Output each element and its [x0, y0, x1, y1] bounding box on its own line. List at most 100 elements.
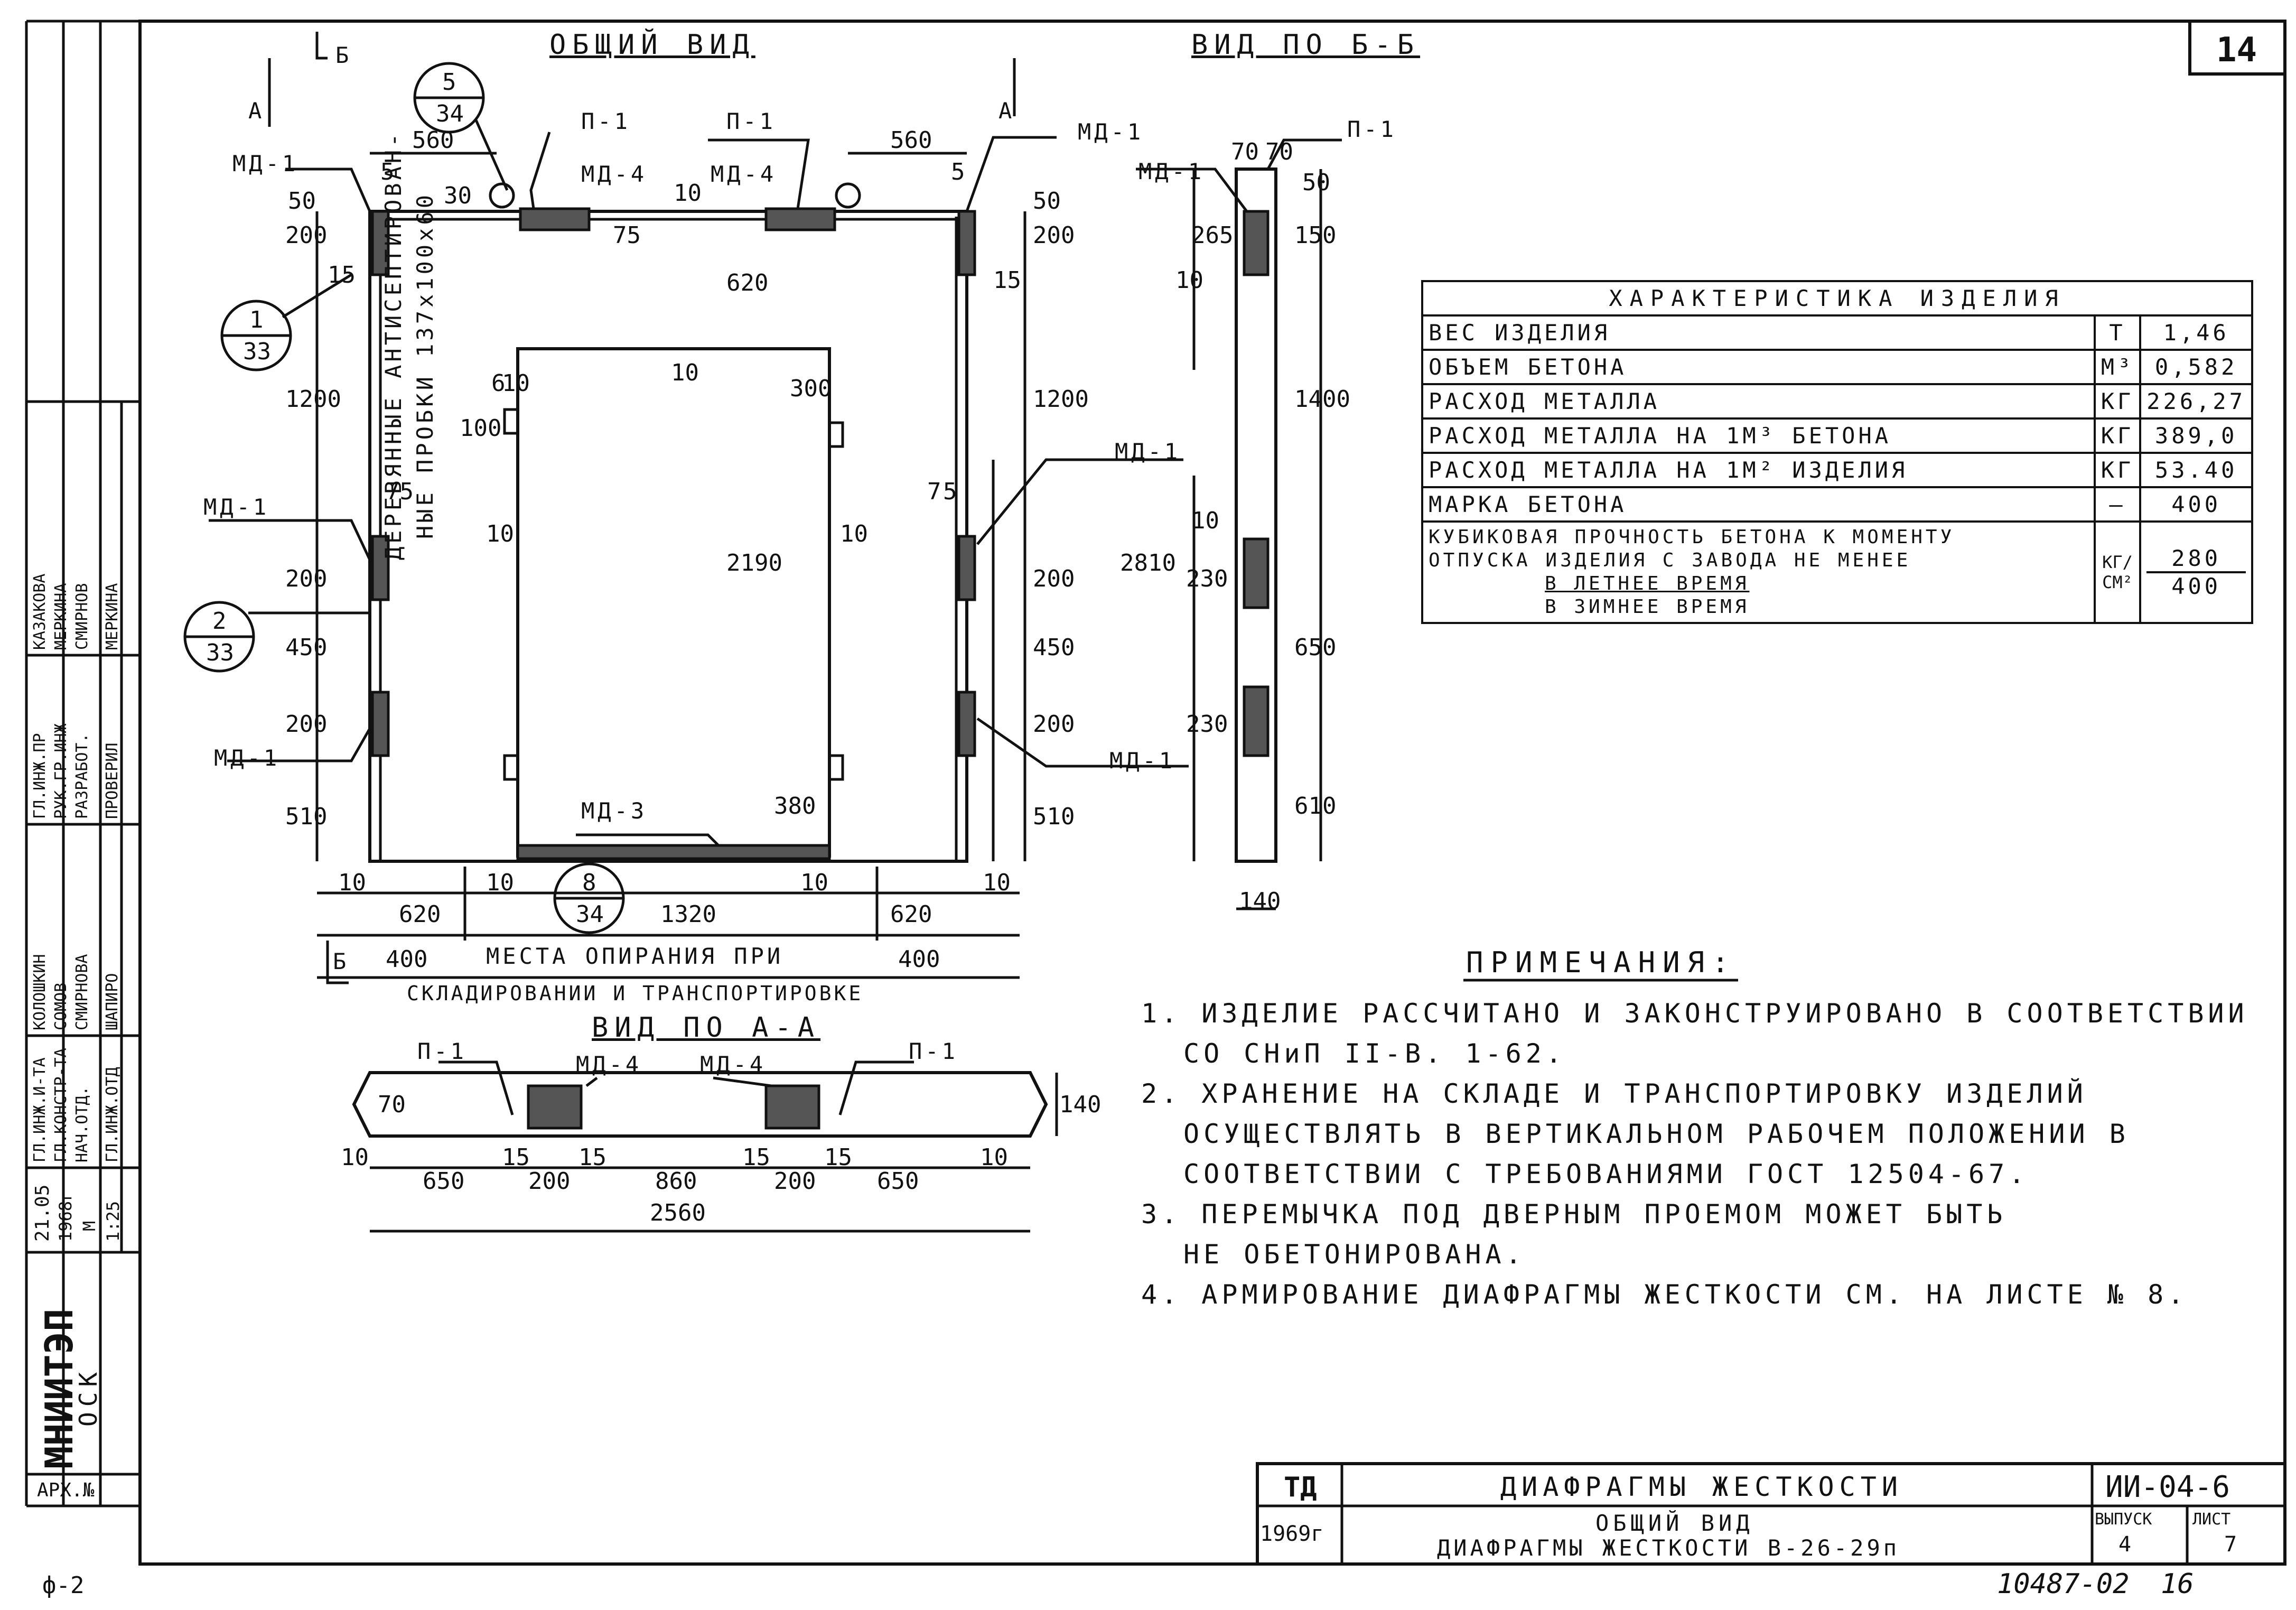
note-line: СО СНиП II-В. 1-62. [1183, 1038, 1566, 1069]
table-row: МАРКА БЕТОНА — 400 [1421, 486, 2253, 523]
dim-aa-15-3: 15 [742, 1144, 770, 1171]
dim-aa-15-2: 15 [578, 1144, 606, 1171]
tb-subtitle2: ДИАФРАГМЫ ЖЕСТКОСТИ В-26-29п [1437, 1535, 1900, 1561]
char-name: РАСХОД МЕТАЛЛА [1421, 383, 2096, 420]
dim-aa-15-1: 15 [502, 1144, 530, 1171]
section-mark-a-left: А [248, 98, 265, 124]
dim-5-left: 5 [380, 159, 395, 185]
stamp-role: ГЛ.ИНЖ.ПР [31, 733, 49, 819]
strength-summer: В ЛЕТНЕЕ ВРЕМЯ [1545, 573, 1750, 594]
strength-line2: ОТПУСКА ИЗДЕЛИЯ С ЗАВОДА НЕ МЕНЕЕ [1429, 550, 1911, 571]
dim-bb-610: 610 [1294, 793, 1337, 820]
dim-200-top-left: 200 [285, 222, 328, 249]
tb-year: 1969г [1260, 1522, 1324, 1546]
dim-bb-230-low: 230 [1186, 711, 1228, 738]
stamp-role: РАЗРАБОТ. [73, 733, 91, 819]
char-unit: — [2093, 486, 2142, 523]
bottom-page-number: 16 [2161, 1568, 2194, 1600]
dim-bb-10-top: 10 [1175, 267, 1203, 294]
table-row: КУБИКОВАЯ ПРОЧНОСТЬ БЕТОНА К МОМЕНТУ ОТП… [1421, 520, 2253, 624]
tb-issue-label: ВЫПУСК [2095, 1510, 2152, 1529]
stamp-scale: 1:25 [103, 1200, 123, 1242]
stamp-date: 21.05 [32, 1184, 53, 1242]
mark-p1-aa-right: П-1 [909, 1038, 958, 1064]
stamp-year: 1968г [55, 1190, 76, 1242]
mark-md3: МД-3 [581, 798, 648, 824]
char-value: 400 [2139, 486, 2253, 523]
mark-p1-right: П-1 [726, 108, 776, 134]
stamp-role: ГЛ.ИНЖ.ОТД [103, 1067, 122, 1162]
stamp-name: СМИРНОВ [73, 583, 91, 650]
dim-5-right: 5 [951, 159, 965, 185]
dim-10-right-inner: 10 [840, 520, 868, 547]
dim-5-right-mid: 5 [943, 478, 957, 505]
dim-7-right: 7 [927, 478, 941, 505]
table-row: ОБЪЕМ БЕТОНА М³ 0,582 [1421, 349, 2253, 385]
strength-winter-value: 400 [2171, 573, 2222, 599]
dim-aa-2560: 2560 [650, 1199, 706, 1226]
dim-620-right: 620 [890, 901, 932, 928]
note-line: 3. ПЕРЕМЫЧКА ПОД ДВЕРНЫМ ПРОЕМОМ МОЖЕТ Б… [1141, 1199, 2007, 1230]
char-name: РАСХОД МЕТАЛЛА НА 1М³ БЕТОНА [1421, 417, 2096, 454]
dim-10-bottom-inner-right: 10 [800, 869, 828, 896]
mark-md4-right: МД-4 [711, 161, 777, 187]
general-view-outline [183, 32, 1189, 984]
dim-560-right: 560 [890, 127, 932, 154]
sheet-frame [138, 20, 2286, 1566]
mark-md4-left: МД-4 [581, 161, 648, 187]
dim-300: 300 [790, 375, 832, 402]
table-row: ВЕС ИЗДЕЛИЯ Т 1,46 [1421, 314, 2253, 351]
notes-block: 1. ИЗДЕЛИЕ РАССЧИТАНО И ЗАКОНСТРУИРОВАНО… [1141, 993, 2248, 1315]
mark-md1-mid-left: МД-1 [203, 494, 270, 520]
mark-p1-left: П-1 [581, 108, 631, 134]
dim-200-mid-left: 200 [285, 565, 328, 592]
char-value: 0,582 [2139, 349, 2253, 385]
characteristics-title: ХАРАКТЕРИСТИКА ИЗДЕЛИЯ [1421, 280, 2253, 317]
section-mark-b-bottom: Б [333, 948, 350, 974]
dim-aa-200-right: 200 [774, 1168, 816, 1195]
callout-8-top: 8 [582, 869, 596, 896]
dim-380: 380 [774, 793, 816, 820]
dim-bb-10-mid: 10 [1191, 507, 1219, 534]
stamp-role: ПРОВЕРИЛ [103, 742, 122, 820]
dim-1200-left: 1200 [285, 386, 341, 413]
dim-450-left: 450 [285, 634, 328, 661]
sheet-number: 14 [2216, 31, 2257, 70]
char-value: 1,46 [2139, 314, 2253, 351]
title-block-frame [1256, 1462, 2286, 1566]
dim-10-bottom-inner-left: 10 [486, 869, 514, 896]
mark-md1-top-right: МД-1 [1078, 119, 1144, 145]
tb-code: ИИ-04-6 [2105, 1470, 2230, 1504]
dim-400-right: 400 [898, 946, 940, 973]
dim-450-right: 450 [1033, 634, 1075, 661]
stamp-arch: АРХ.№ [37, 1479, 95, 1501]
strength-unit: КГ/СМ² [2093, 520, 2142, 624]
left-stamp-strip [25, 20, 140, 1507]
dim-bb-265: 265 [1191, 222, 1234, 249]
table-row: РАСХОД МЕТАЛЛА НА 1М³ БЕТОНА КГ 389,0 [1421, 417, 2253, 454]
stamp-name: КОЛОШКИН [31, 954, 49, 1031]
dim-10-inner: 10 [671, 359, 699, 386]
dim-bb-150: 150 [1294, 222, 1337, 249]
bottom-archive-code: 10487-02 [1997, 1568, 2130, 1600]
mark-md1-bb: МД-1 [1138, 159, 1205, 184]
view-title-aa: ВИД ПО А-А [592, 1012, 821, 1044]
mark-p1-aa-left: П-1 [417, 1038, 467, 1064]
mark-p1-bb: П-1 [1347, 116, 1397, 142]
dim-10-bottom-right: 10 [983, 869, 1011, 896]
note-line: ОСУЩЕСТВЛЯТЬ В ВЕРТИКАЛЬНОМ РАБОЧЕМ ПОЛО… [1183, 1119, 2130, 1149]
dim-200-low-right: 200 [1033, 711, 1075, 738]
section-mark-b-top: Б [335, 42, 352, 68]
dim-aa-10-left: 10 [341, 1144, 369, 1171]
char-unit: КГ [2093, 417, 2142, 454]
dim-aa-140: 140 [1059, 1091, 1102, 1118]
dim-510-left: 510 [285, 803, 328, 830]
stamp-name: ШАПИРО [103, 973, 122, 1030]
dim-400-left: 400 [386, 946, 428, 973]
view-aa-outline [352, 1060, 1058, 1233]
note-line: НЕ ОБЕТОНИРОВАНА. [1183, 1239, 1526, 1270]
dim-1200-right: 1200 [1033, 386, 1089, 413]
dim-bb-50: 50 [1302, 169, 1330, 196]
char-value: 53.40 [2139, 452, 2253, 488]
stamp-name: СОМОВ [52, 982, 70, 1030]
